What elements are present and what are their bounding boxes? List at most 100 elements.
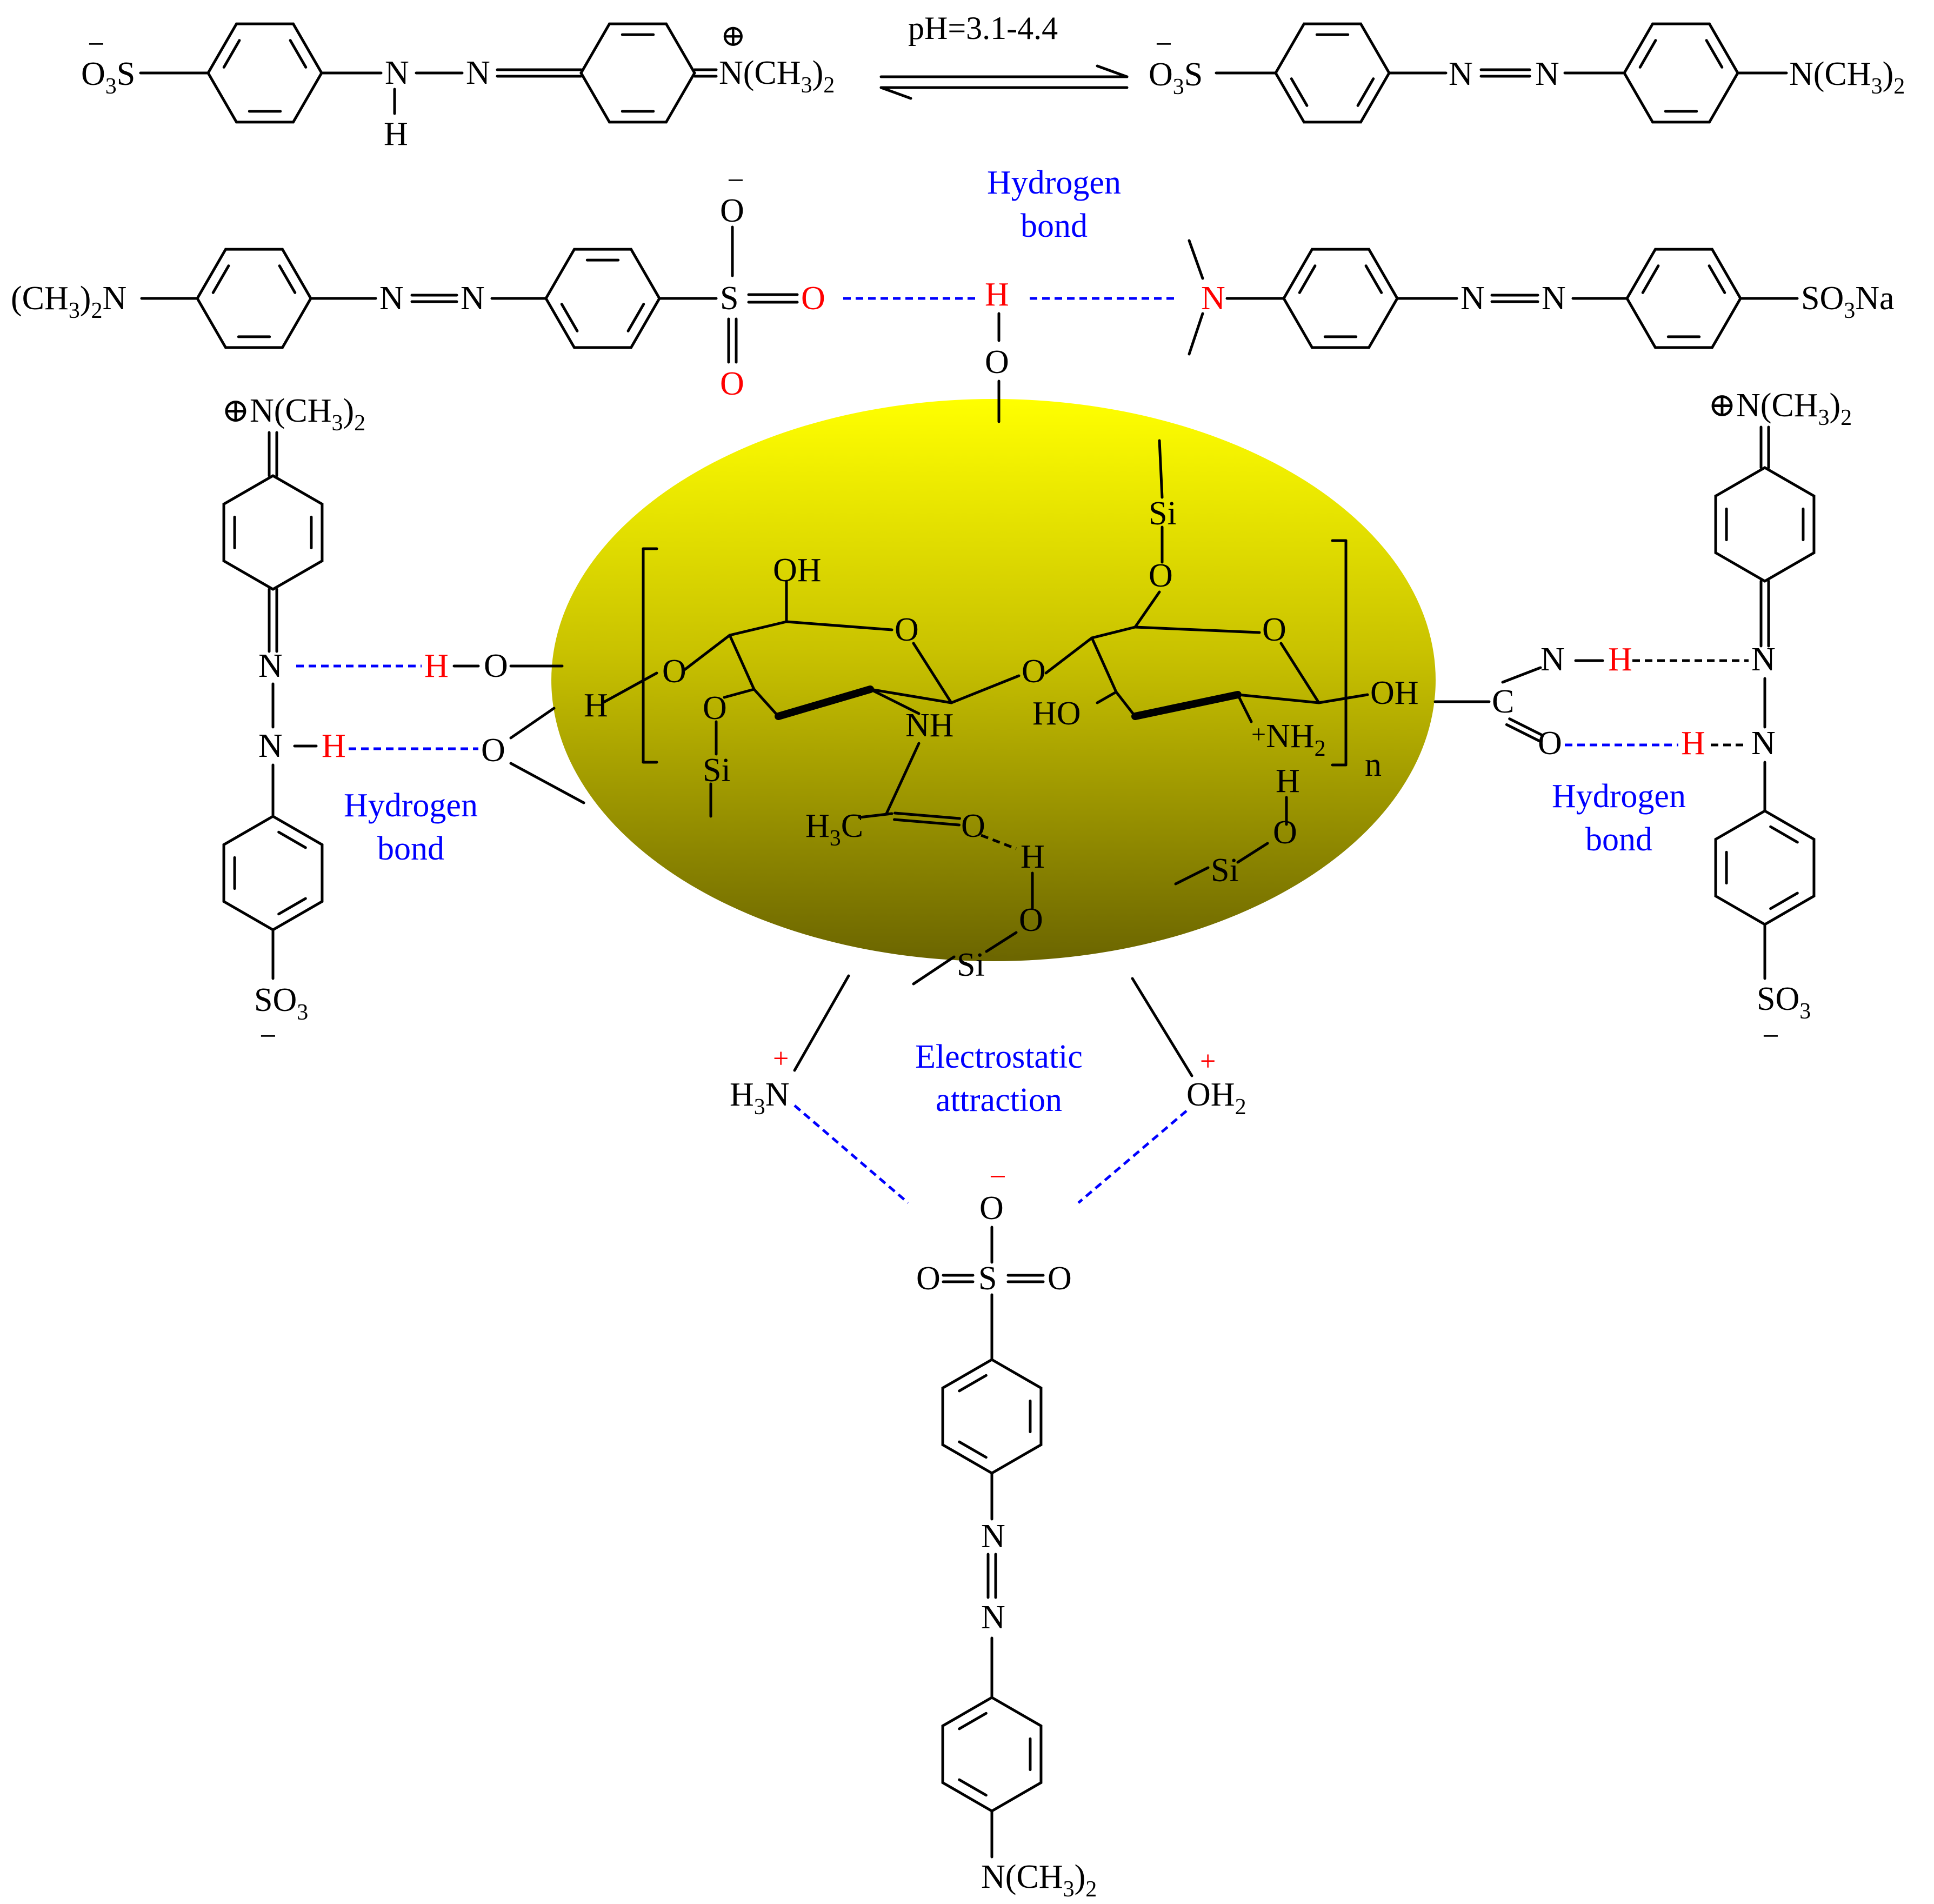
hydrogen-bond: [981, 834, 1017, 850]
oxonium-label: OH2: [1186, 1076, 1246, 1120]
benzene-ring: [1282, 248, 1399, 349]
right-dye-sulfonate: SO3: [1757, 981, 1811, 1024]
svg-text:O: O: [961, 808, 985, 844]
svg-text:−: −: [727, 164, 744, 197]
svg-text:bond: bond: [1585, 821, 1652, 858]
bond-line: [1044, 636, 1093, 675]
svg-text:O: O: [801, 280, 825, 317]
hydrogen-bond: [793, 1104, 909, 1204]
bottom-dye: H3N + OH2 + Electrostatic attraction O −…: [730, 1038, 1246, 1902]
methyl-bond: [1188, 312, 1204, 356]
benzene-ring: [206, 22, 323, 124]
wedge-bond: [1131, 691, 1242, 720]
top-dye-row: (CH3)2N N N S O − O O H O N N N SO3Na Hy…: [11, 164, 1895, 402]
svg-text:H: H: [424, 648, 449, 684]
equilibrium-row: O3S − N N H N(CH3)2 ⊕ pH=3.1-4.4 O3S − N…: [81, 10, 1905, 152]
svg-text:N: N: [981, 1518, 1005, 1555]
svg-text:H: H: [1681, 725, 1705, 762]
svg-text:N: N: [1751, 641, 1776, 678]
arrow-head: [1096, 64, 1129, 78]
acetyl-methyl: H3C: [805, 808, 863, 851]
svg-text:NH: NH: [905, 707, 954, 744]
svg-text:C: C: [1492, 683, 1514, 720]
hydrogen-bond-lines: [296, 297, 1749, 1204]
bond-line: [985, 931, 1018, 953]
svg-text:O: O: [916, 1260, 941, 1297]
svg-text:O: O: [1538, 725, 1562, 762]
benzene-ring: [222, 815, 324, 931]
svg-text:−: −: [1155, 28, 1172, 61]
bond-line: [682, 634, 731, 672]
ring-double-bond: [277, 897, 307, 916]
svg-text:N: N: [1542, 280, 1566, 317]
plus-circle: ⊕: [721, 19, 746, 53]
bond-line: [1131, 977, 1193, 1077]
svg-text:N: N: [379, 280, 404, 317]
svg-text:HO: HO: [1032, 695, 1081, 732]
bond-line: [1279, 642, 1321, 704]
ring-double-bond: [289, 39, 308, 69]
bond-line: [601, 671, 658, 704]
ring-double-bond: [1769, 825, 1799, 844]
ring-double-bond: [1638, 39, 1657, 69]
svg-text:O: O: [662, 653, 686, 690]
svg-text:−: −: [989, 1160, 1006, 1194]
svg-text:bond: bond: [1021, 208, 1088, 244]
chitosan-particle: [551, 399, 1436, 961]
bond-line: [858, 812, 893, 819]
bond-line: [885, 742, 921, 815]
minus-sign: −: [88, 28, 105, 61]
svg-text:N: N: [258, 648, 283, 684]
svg-text:N: N: [258, 728, 283, 764]
electrostatic-label: Electrostatic: [915, 1038, 1083, 1075]
ring-double-bond: [1708, 264, 1726, 294]
ring-double-bond: [211, 264, 230, 294]
ring-double-bond: [958, 1712, 988, 1730]
svg-text:O: O: [979, 1190, 1004, 1227]
svg-text:−: −: [1762, 1020, 1779, 1053]
svg-text:S: S: [720, 280, 738, 317]
top-hbond-label: Hydrogen: [987, 164, 1121, 201]
svg-text:O: O: [1022, 653, 1046, 690]
benzene-ring: [941, 1358, 1043, 1475]
double-bond: [893, 818, 961, 827]
svg-text:H: H: [322, 728, 346, 764]
svg-text:O: O: [1262, 611, 1286, 648]
svg-text:attraction: attraction: [936, 1082, 1062, 1119]
svg-text:N: N: [461, 280, 485, 317]
svg-text:H: H: [1276, 763, 1300, 800]
svg-text:N: N: [1540, 641, 1565, 678]
bond-line: [1236, 693, 1321, 704]
svg-text:O: O: [703, 690, 727, 727]
svg-text:N: N: [385, 55, 409, 91]
bond-line: [1133, 625, 1261, 634]
bond-line: [1115, 690, 1137, 718]
ring-double-bond: [1641, 264, 1660, 294]
ring-double-bond: [958, 1440, 988, 1459]
chitosan-core-labels: H O OH O O Si NH H3C O H O Si O Si O O H…: [584, 495, 1419, 983]
double-bond: [1508, 717, 1544, 737]
bond-line: [1174, 866, 1210, 886]
left-dye: ⊕N(CH3)2 N N H H O O SO3 − Hydrogen bond: [222, 392, 508, 1053]
bond-lines: [139, 22, 1816, 1859]
bond-line: [1158, 439, 1164, 499]
right-dimethylamino: N(CH3)2: [1789, 56, 1905, 99]
bond-line: [950, 674, 1021, 704]
bond-line: [1236, 693, 1253, 723]
ring-double-bond: [1298, 264, 1317, 294]
svg-text:O: O: [720, 192, 744, 229]
svg-text:+: +: [1200, 1046, 1216, 1077]
bond-line: [912, 955, 956, 986]
bond-line: [1317, 693, 1369, 704]
bond-line: [1090, 636, 1118, 694]
double-bond: [893, 811, 961, 820]
svg-text:OH: OH: [1370, 675, 1419, 711]
wedge-bond: [775, 685, 874, 720]
ring-double-bond: [626, 303, 645, 332]
svg-text:H: H: [1608, 641, 1632, 678]
bond-line: [1096, 690, 1118, 704]
bond-line: [509, 707, 556, 740]
svg-text:H: H: [584, 687, 608, 724]
double-bond: [1505, 723, 1540, 742]
